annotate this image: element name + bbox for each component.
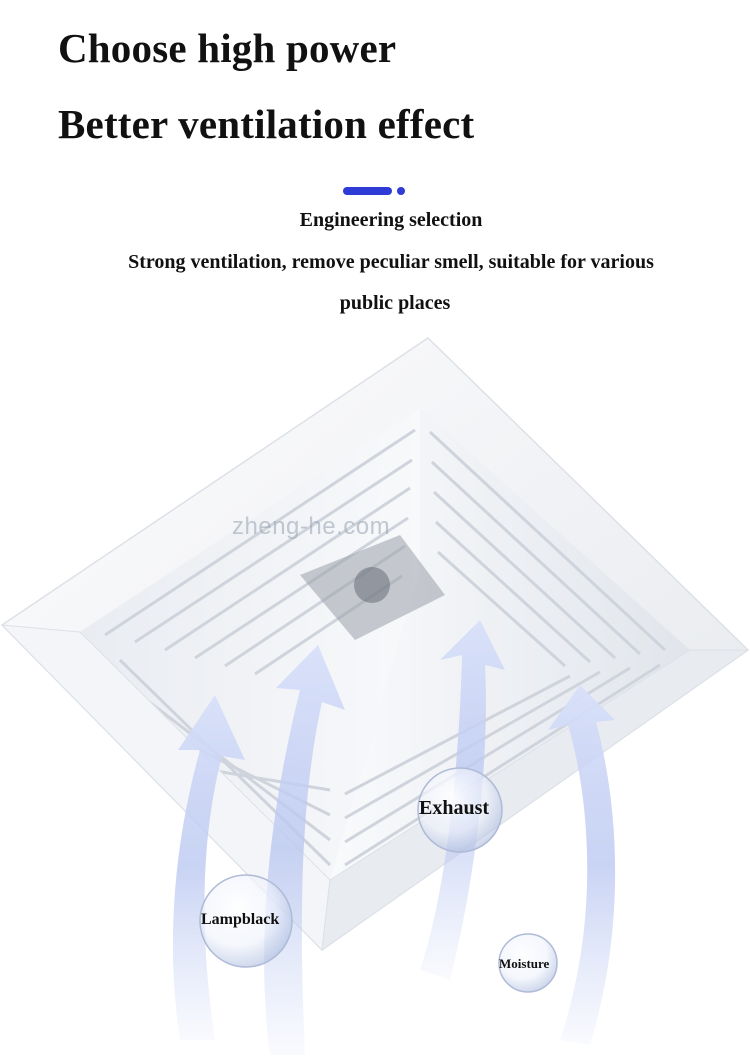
lampblack-label: Lampblack: [201, 911, 280, 928]
accent-bar: [343, 187, 392, 195]
lampblack-bubble: [199, 874, 293, 968]
frame-right-edge: [321, 649, 750, 952]
moisture-bubble: [498, 933, 558, 993]
fan-hub: [354, 567, 390, 603]
moisture-label: Moisture: [499, 956, 550, 971]
grille-left-face: [80, 408, 420, 880]
headline-line-2: Better ventilation effect: [58, 101, 475, 147]
accent-dot: [397, 187, 405, 195]
watermark: zheng-he.com: [232, 513, 391, 540]
headline-line-1: Choose high power: [58, 25, 397, 71]
exhaust-bubble: [417, 767, 503, 853]
subheading-title: Engineering selection: [299, 209, 483, 231]
subheading-line-2: public places: [339, 292, 451, 314]
exhaust-label: Exhaust: [419, 797, 490, 819]
subheading-line-1: Strong ventilation, remove peculiar smel…: [128, 251, 654, 273]
ceiling-fan-illustration: [0, 337, 750, 1055]
grille-right-face: [330, 408, 690, 880]
